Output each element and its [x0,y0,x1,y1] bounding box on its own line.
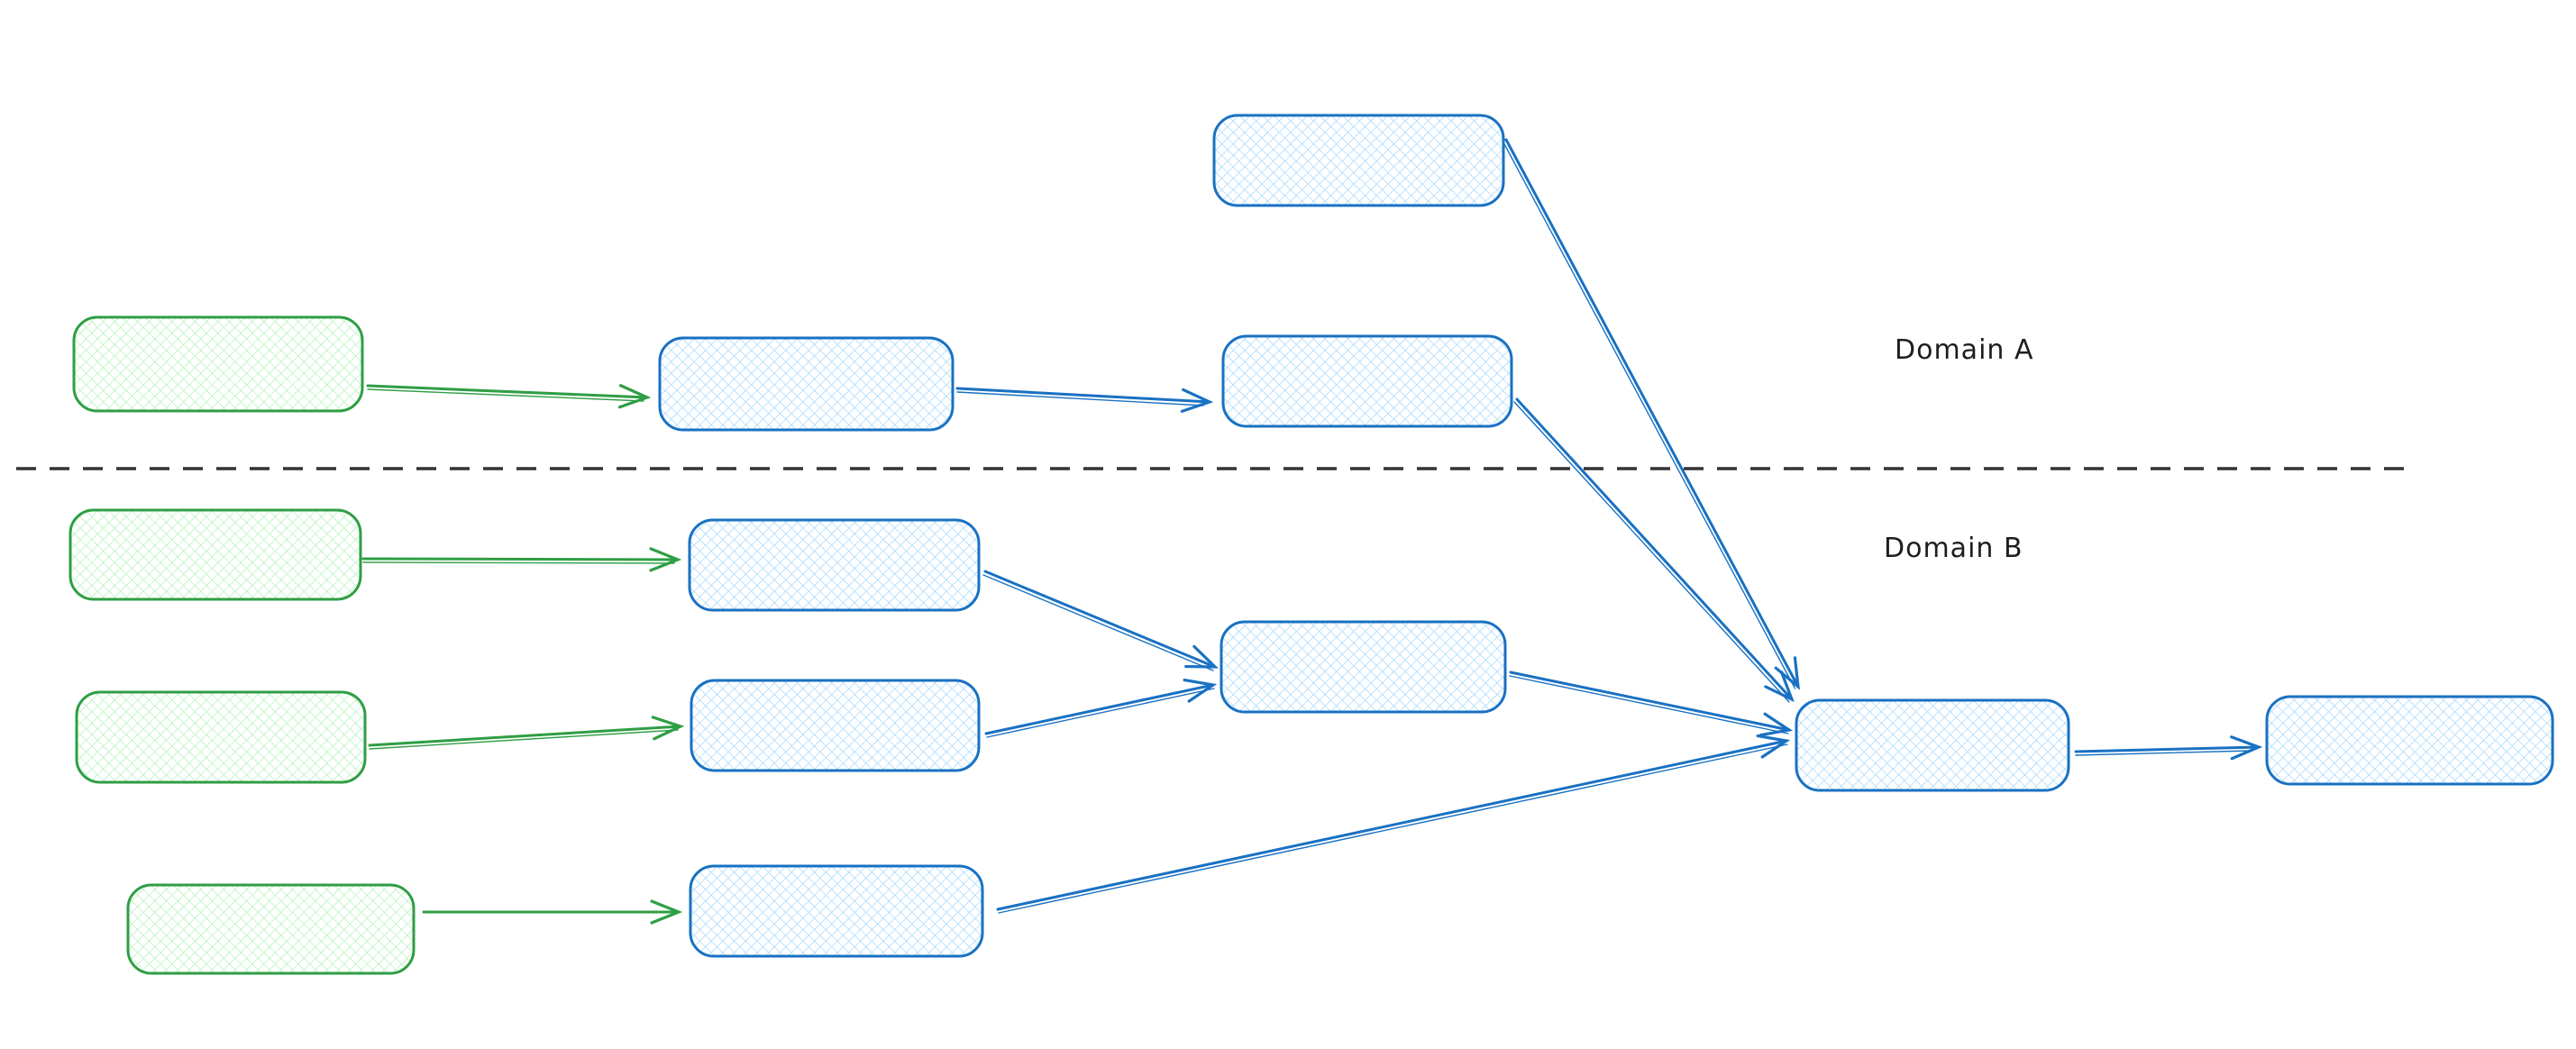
edge-aggregator-to-output [2074,747,2259,752]
edge-input-b-1-to-stage-b-1 [361,559,678,560]
edge-echo [1513,401,1790,703]
node-stage-a-2 [1221,334,1513,428]
node-input-b-1 [69,508,362,601]
node-input-b-3 [126,883,416,975]
edge-stage-a-1-to-stage-a-2 [955,387,1210,402]
node-stage-a-1 [658,336,955,432]
node-stage-b-3 [689,864,984,958]
edge-source-a-top-to-aggregator [1504,138,1798,687]
node-merge-b [1219,620,1507,714]
edge-echo [998,743,1788,914]
edge-stage-a-2-to-aggregator [1515,397,1792,699]
edge-stage-b-2-to-merge-b [984,685,1213,735]
edge-echo [982,574,1214,671]
edge-stage-b-1-to-merge-b [983,570,1215,667]
edge-echo [956,391,1204,406]
node-stage-b-1 [688,518,981,612]
edge-echo [1509,675,1789,734]
edge-echo [367,388,644,402]
domain-a-label: Domain A [1895,334,2033,366]
node-stage-b-2 [690,679,981,772]
edge-input-a-to-stage-a-1 [366,386,647,397]
edge-input-b-2-to-stage-b-2 [368,726,681,747]
edge-merge-b-to-aggregator [1509,670,1789,730]
edge-echo [986,688,1215,738]
domain-b-label: Domain B [1884,533,2023,564]
node-aggregator [1795,698,2070,792]
edge-echo [2075,750,2252,756]
node-output [2265,695,2554,786]
node-input-b-2 [75,690,367,784]
node-input-a [72,315,364,413]
edge-echo [369,729,679,750]
nodes [69,114,2554,975]
edge-echo [1502,141,1796,689]
node-source-a-top [1212,114,1505,207]
edges [361,138,2259,914]
edge-echo [362,561,675,564]
edge-stage-b-3-to-aggregator [996,741,1786,911]
